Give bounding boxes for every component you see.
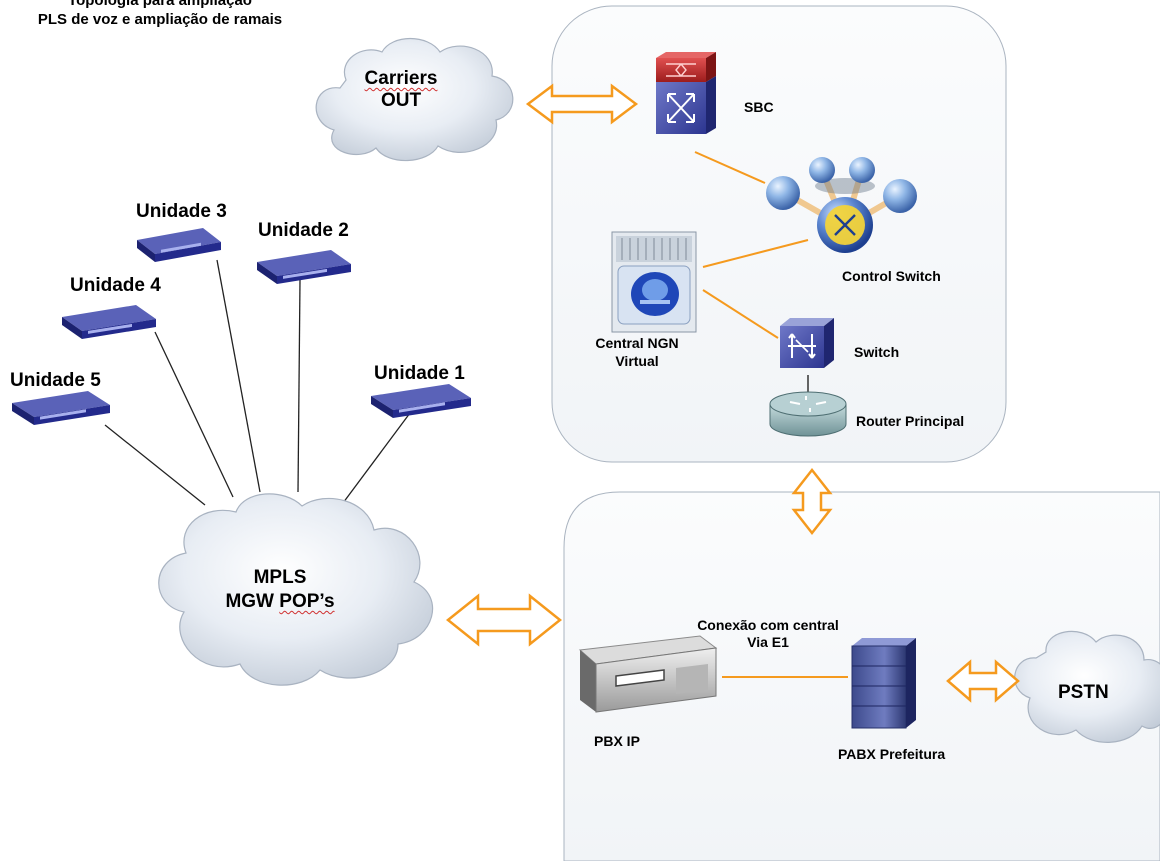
access-device-icon-unit-2 (257, 250, 351, 284)
conexao-line2: Via E1 (747, 634, 789, 650)
central-ngn-line1: Central NGN (595, 335, 679, 351)
central-ngn-line2: Virtual (615, 353, 659, 369)
unit-device-icons (12, 228, 471, 425)
pabx-tower-icon (851, 638, 916, 729)
access-device-icon-unit-3 (137, 228, 221, 262)
link-unit-1 (342, 412, 411, 504)
access-device-icon-unit-5 (12, 391, 110, 425)
arrow-pabx-pstn (946, 659, 1020, 703)
link-unit-4 (154, 331, 234, 498)
diagram-title-line2: PLS de voz e ampliação de ramais (37, 11, 283, 28)
diagram-title-line1: Topologia para ampliação (68, 0, 252, 9)
link-unit-2 (297, 279, 301, 493)
link-ngn-switch (702, 289, 779, 339)
ngn-server-icon (611, 231, 697, 333)
unit-1-label: Unidade 1 (374, 363, 465, 384)
layer3-switch-icon (780, 318, 834, 368)
sbc-label: SBC (744, 99, 774, 115)
arrow-carriers-sbc (525, 83, 639, 125)
arrows (445, 83, 1020, 703)
switch-label: Switch (854, 344, 900, 360)
mpls-line1: MPLS (253, 567, 307, 588)
central-ngn-label: Central NGN Virtual (582, 334, 692, 370)
unit-4-label: Unidade 4 (70, 275, 161, 296)
arrow-mpls-pbx (445, 593, 563, 647)
access-device-icon-unit-1 (371, 384, 471, 418)
pbx-ip-label: PBX IP (594, 733, 640, 749)
unit-2-label: Unidade 2 (258, 220, 349, 241)
control-switch-label: Control Switch (842, 268, 941, 284)
diagram-title: Topologia para ampliação PLS de voz e am… (0, 0, 330, 28)
carriers-line1: Carriers (364, 68, 438, 89)
link-sbc-control (694, 151, 766, 184)
arrow-router-pbxarea (791, 467, 833, 536)
conexao-label: Conexão com central Via E1 (676, 617, 860, 651)
mpls-cloud-label: MPLS MGW POP’s (210, 566, 350, 614)
unit-links (104, 259, 411, 506)
atm-control-switch-icon (766, 157, 917, 253)
pabx-label: PABX Prefeitura (838, 746, 946, 762)
link-ngn-control (702, 239, 809, 268)
router-label: Router Principal (856, 413, 965, 429)
pstn-cloud (1014, 630, 1160, 743)
link-unit-5 (104, 424, 206, 506)
pbx-rack-icon (578, 635, 718, 713)
mpls-line2: MGW POP’s (210, 590, 350, 614)
link-unit-3 (216, 259, 261, 493)
core-links (694, 151, 848, 678)
conexao-line1: Conexão com central (697, 617, 839, 633)
mpls-line2-main: MGW (225, 591, 280, 612)
carriers-line2: OUT (380, 90, 422, 111)
router-icon (769, 391, 847, 437)
carriers-cloud-label: Carriers OUT (356, 68, 446, 112)
sbc-firewall-switch-icon (656, 52, 716, 134)
mpls-cloud (158, 493, 434, 686)
mpls-line2-squiggle: POP’s (279, 591, 335, 612)
access-device-icon-unit-4 (62, 305, 156, 339)
unit-3-label: Unidade 3 (136, 201, 227, 222)
unit-5-label: Unidade 5 (10, 370, 101, 391)
carriers-cloud (315, 38, 514, 162)
pstn-cloud-label: PSTN (1058, 682, 1109, 703)
